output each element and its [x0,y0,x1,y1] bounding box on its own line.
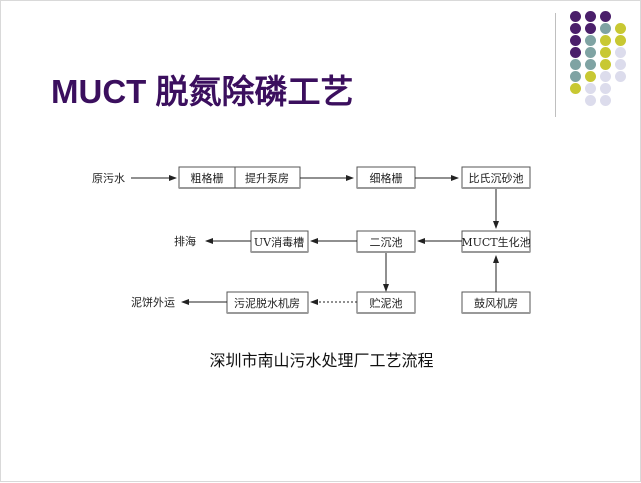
decor-dot [600,23,611,34]
decor-dot [615,59,626,70]
decor-dot [615,71,626,82]
node-grit-chamber: 比氏沉砂池 [469,172,524,185]
node-uv-tank: UV消毒槽 [254,235,304,249]
node-dewatering-house: 污泥脱水机房 [234,296,300,310]
box-blower-house [461,291,531,314]
node-discharge: 排海 [174,234,196,248]
box-screen-pump [178,166,301,189]
decor-dot [600,11,611,22]
node-pump-house: 提升泵房 [245,172,289,185]
node-raw-sewage: 原污水 [92,172,125,185]
node-fine-screen: 细格栅 [370,171,403,185]
node-cake-out: 泥饼外运 [131,295,175,309]
decor-dot [585,95,596,106]
diagram-caption: 深圳市南山污水处理厂工艺流程 [209,351,434,370]
decor-dot [600,83,611,94]
decor-dot [585,83,596,94]
node-secondary-clarifier: 二沉池 [370,236,403,249]
decor-dot [570,59,581,70]
decor-dot [600,35,611,46]
node-coarse-screen: 粗格栅 [191,171,224,185]
decor-dot [600,47,611,58]
decor-dot [570,23,581,34]
decor-dot [585,11,596,22]
decor-dot [615,23,626,34]
decor-dot [615,47,626,58]
node-blower-house: 鼓风机房 [474,296,518,310]
decor-dot [570,83,581,94]
node-sludge-tank: 贮泥池 [370,297,403,310]
box-grit-chamber [461,166,531,189]
decor-dot [570,71,581,82]
slide-title: MUCT 脱氮除磷工艺 [51,73,354,110]
decor-dot [585,59,596,70]
node-muct-bio: MUCT生化池 [461,235,530,249]
accent-divider-line [555,13,556,117]
decor-dot [585,35,596,46]
decor-dot [600,71,611,82]
decor-dot [600,95,611,106]
decor-dot [600,59,611,70]
decor-dot [585,47,596,58]
decor-dot [570,35,581,46]
decor-dot [570,47,581,58]
decor-dot [585,71,596,82]
decor-dot [585,23,596,34]
decor-dot [615,35,626,46]
decor-dot [570,11,581,22]
